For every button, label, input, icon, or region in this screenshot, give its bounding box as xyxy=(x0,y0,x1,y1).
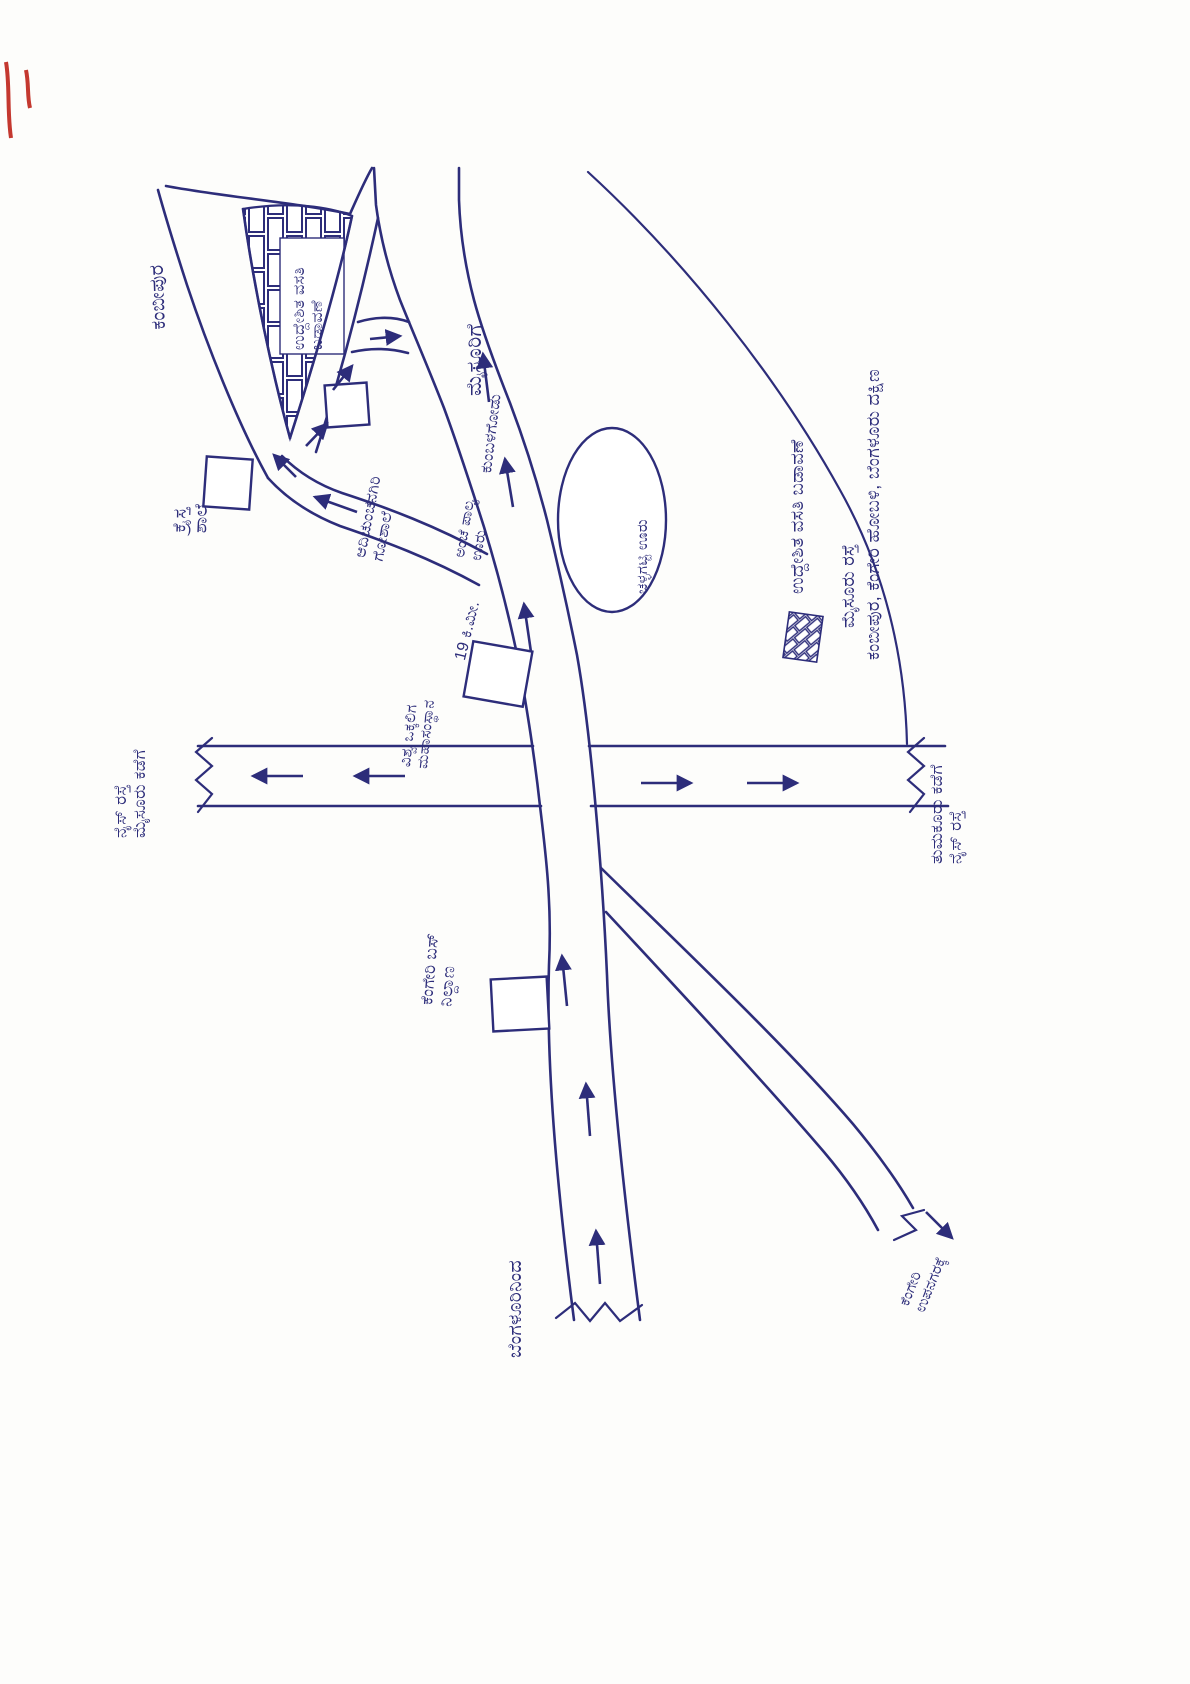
road-break-left xyxy=(194,736,214,814)
interchange-arc xyxy=(586,170,909,746)
arrow-up-icon xyxy=(517,601,535,653)
village-circle xyxy=(556,426,668,614)
legend-line-road: ಮೈಸೂರು ರಸ್ತೆ xyxy=(838,543,858,628)
legend-line-location: ಕಂಬೀಪುರ, ಕೆಂಗೇರಿ ಹೋಬಳಿ, ಬೆಂಗಳೂರು ದಕ್ಷಿಣ xyxy=(863,368,883,660)
direction-arrows xyxy=(250,329,954,1285)
label-from-bengaluru: ಬೆಂಗಳೂರಿನಿಂದ xyxy=(505,1260,526,1358)
road-break-bottom xyxy=(554,1301,644,1323)
arrow-up-icon xyxy=(588,1228,606,1285)
arrow-up-left-icon xyxy=(272,453,297,478)
kambipura-road-right-edge xyxy=(241,207,292,440)
mutt-box xyxy=(462,639,534,709)
label-proposed-layout: ಉದ್ದೇಶಿತ ವಸತಿ ಬಡಾವಣೆ xyxy=(291,266,327,350)
building-boxes xyxy=(202,381,551,1033)
label-nice-road-mysore-side: ನೈಸ್ ರಸ್ತೆ ಮೈಸೂರು ಕಡೆಗೆ xyxy=(111,749,150,838)
scan-artifact xyxy=(4,61,32,139)
arrow-up-icon xyxy=(578,1081,596,1137)
label-kengeri-bus-stand: ಕೆಂಗೇರಿ ಬಸ್ ನಿಲ್ದಾಣ xyxy=(417,932,459,1008)
arrow-up-left-icon xyxy=(312,493,358,514)
arrow-up-right-icon xyxy=(331,364,354,391)
arrow-up-icon xyxy=(499,456,516,508)
label-kambipura: ಕಂಬೀಪುರ xyxy=(145,264,170,330)
connector-bottom-edge xyxy=(350,347,410,355)
wedge-road-left-edge xyxy=(288,214,354,440)
arrow-up-right-icon xyxy=(305,422,329,447)
old-road-lower-edge xyxy=(266,476,481,587)
label-christ-school: ಕ್ರೈಸ್ತ ಶಾಲೆ xyxy=(169,503,211,534)
top-junction-edge xyxy=(164,166,374,216)
ramp-break xyxy=(892,1208,926,1242)
arrow-down-right-icon xyxy=(925,1211,954,1240)
label-challaghatti-village: ಚಳ್ಳಗಟ್ಟಿ ಊರು xyxy=(634,519,651,594)
bus-stand-box xyxy=(489,975,551,1033)
ramp-outer-edge xyxy=(599,866,915,1210)
old-road-upper-edge xyxy=(280,454,489,556)
connector-top-edge xyxy=(356,316,411,324)
label-to-mysore: ಮೈಸೂರಿಗೆ xyxy=(463,323,486,396)
arrow-up-icon xyxy=(476,351,494,403)
ramp-inner-edge xyxy=(604,910,880,1232)
label-okkaliga-mutt: ವಿಶ್ವ ಒಕ್ಕಲಿಗ ಮಹಾಸಂಸ್ಥಾನ xyxy=(397,698,439,770)
arrow-right-icon xyxy=(369,329,403,346)
legend-line-site: ಉದ್ದೇಶಿತ ವಸತಿ ಬಡಾವಣೆ xyxy=(787,439,807,594)
road-break-right xyxy=(906,736,926,814)
christ-school-box xyxy=(202,455,254,511)
mysore-road-right-edge xyxy=(457,166,642,1322)
arrow-up-icon xyxy=(555,953,572,1007)
goshala-box xyxy=(323,381,371,429)
legend-swatch xyxy=(782,610,824,664)
label-nice-road-tumkur-side: ತುಮಕೂರು ಕಡೆಗೆ ನೈಸ್ ರಸ್ತೆ xyxy=(927,764,966,864)
kambipura-road-left-edge xyxy=(156,188,270,480)
